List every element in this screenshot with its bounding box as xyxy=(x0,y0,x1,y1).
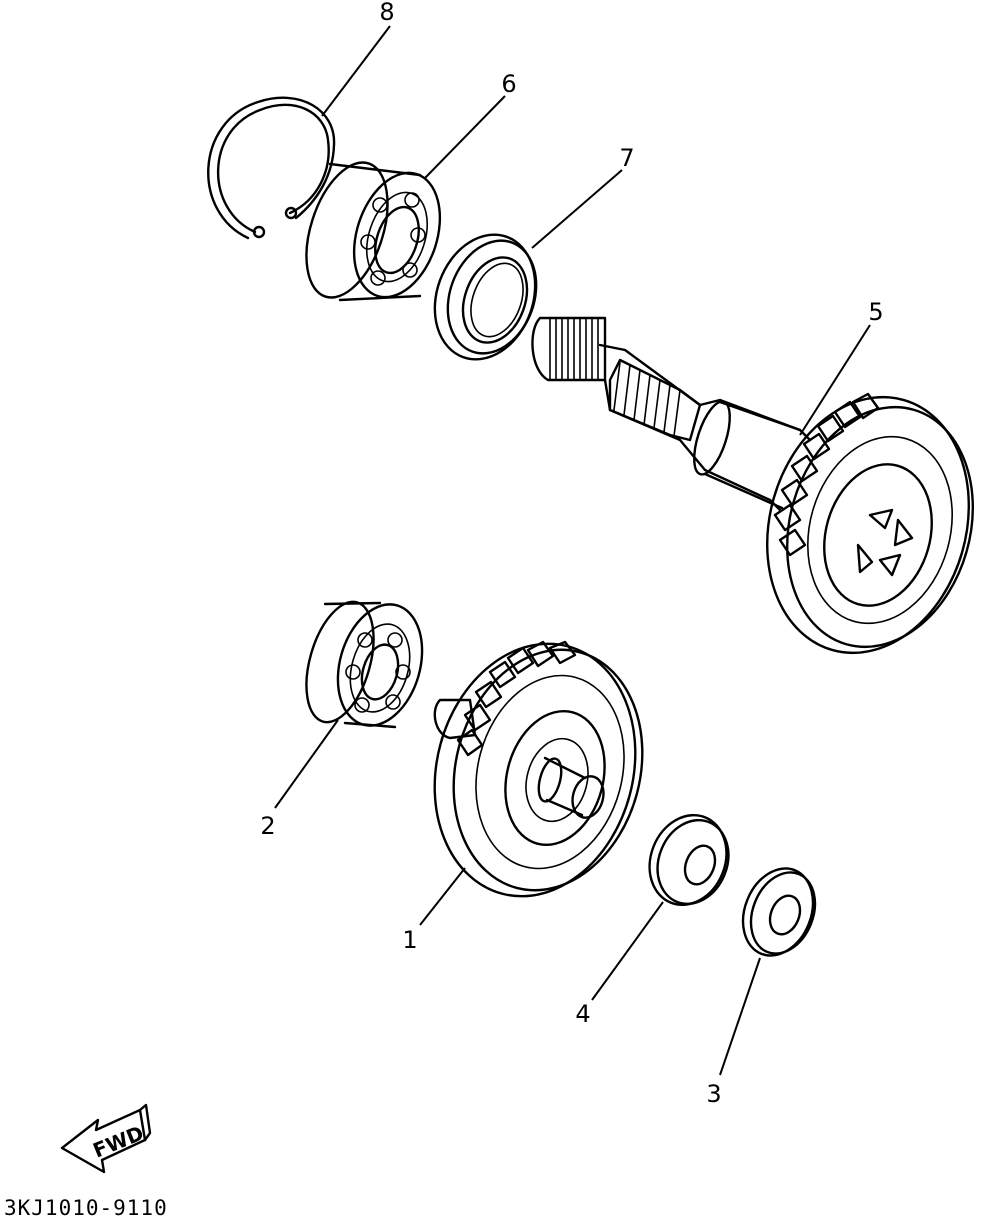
fwd-arrow-icon: FWD xyxy=(60,1103,152,1174)
callout-6: 6 xyxy=(501,70,516,98)
callout-3: 3 xyxy=(706,1080,721,1108)
leader-line-7 xyxy=(531,169,623,249)
callout-1: 1 xyxy=(402,926,417,954)
leader-line-4 xyxy=(591,901,664,1001)
leader-line-6 xyxy=(424,95,506,179)
shaft-gear-part-5[interactable] xyxy=(531,316,995,677)
leader-line-5 xyxy=(799,324,871,436)
oil-seal-part-7[interactable] xyxy=(418,220,552,373)
leader-line-3 xyxy=(719,957,761,1076)
callout-8: 8 xyxy=(379,0,394,26)
diagram-code: 3KJ1010-9110 xyxy=(4,1196,168,1220)
leader-line-1 xyxy=(419,867,466,926)
leader-line-2 xyxy=(274,719,339,809)
callout-7: 7 xyxy=(619,144,634,172)
leader-line-8 xyxy=(321,25,391,117)
callout-5: 5 xyxy=(868,298,883,326)
washer-part-4[interactable] xyxy=(636,803,740,916)
callout-2: 2 xyxy=(260,812,275,840)
circlip-part-8[interactable] xyxy=(207,96,336,240)
bearing-part-6[interactable] xyxy=(291,152,455,308)
gear-part-1[interactable] xyxy=(407,621,668,919)
callout-4: 4 xyxy=(575,1000,590,1028)
washer-part-3[interactable] xyxy=(731,858,827,966)
bearing-part-2[interactable] xyxy=(294,594,435,735)
